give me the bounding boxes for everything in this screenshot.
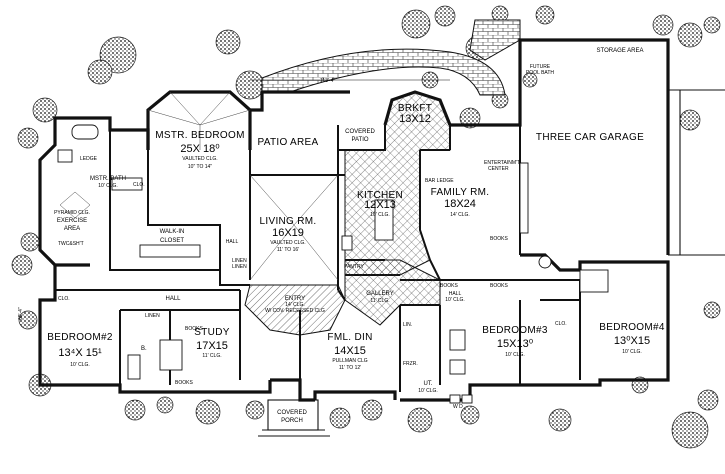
landscaping xyxy=(11,5,721,449)
curved-garden-wall xyxy=(261,48,506,96)
porch-name-2: PORCH xyxy=(281,418,303,424)
svg-text:VAULTED CLG.: VAULTED CLG. xyxy=(182,156,217,162)
svg-text:13X12: 13X12 xyxy=(399,113,431,125)
svg-text:TWC&SH'T: TWC&SH'T xyxy=(58,241,84,247)
hall-left: HALL xyxy=(165,296,181,302)
fixtures xyxy=(57,124,609,404)
utility-name: UT. xyxy=(424,381,433,387)
svg-text:CLOSET: CLOSET xyxy=(160,238,184,244)
exercise-area-name: EXERCISE xyxy=(57,218,87,224)
svg-text:16X19: 16X19 xyxy=(272,227,304,239)
svg-text:15X13⁰: 15X13⁰ xyxy=(497,338,534,350)
kitchen-breakfast-floor xyxy=(344,91,451,276)
entry-floor xyxy=(244,284,346,336)
svg-text:W D: W D xyxy=(453,404,463,410)
svg-text:LINEN: LINEN xyxy=(232,258,247,264)
svg-text:PYRAMID CLG.: PYRAMID CLG. xyxy=(54,210,90,216)
svg-text:13⁰X15: 13⁰X15 xyxy=(614,335,650,347)
svg-text:VAULTED CLG.: VAULTED CLG. xyxy=(270,240,305,246)
porch-steps xyxy=(258,429,330,437)
svg-text:14' CLG.: 14' CLG. xyxy=(285,302,305,308)
svg-text:BOOKS: BOOKS xyxy=(490,236,508,242)
svg-text:17X15: 17X15 xyxy=(196,340,228,352)
svg-text:11' CLG.: 11' CLG. xyxy=(202,353,221,359)
master-bedroom-name: MSTR. BEDROOM xyxy=(155,130,244,141)
svg-text:11' CLG.: 11' CLG. xyxy=(370,298,389,304)
svg-text:LINEN: LINEN xyxy=(232,264,247,270)
rear-width-dimension: 113'-4" xyxy=(320,78,335,84)
svg-text:CLO.: CLO. xyxy=(555,321,567,327)
room-labels: MSTR. BEDROOM 25X 18⁰ VAULTED CLG. 10" T… xyxy=(47,48,665,424)
gallery-name: GALLERY xyxy=(366,291,394,297)
gallery-floor xyxy=(344,259,441,326)
master-bedroom-size: 25X 18⁰ xyxy=(180,143,220,155)
study-fireplace xyxy=(159,339,183,371)
svg-text:CLO.: CLO. xyxy=(133,182,145,188)
svg-text:PANTRY: PANTRY xyxy=(344,264,364,270)
svg-text:LEDGE: LEDGE xyxy=(80,156,98,162)
svg-text:12X13: 12X13 xyxy=(364,199,396,211)
svg-text:BOOKS: BOOKS xyxy=(175,380,193,386)
dining-name: FML. DIN xyxy=(327,332,372,343)
svg-text:14X15: 14X15 xyxy=(334,345,366,357)
svg-text:PATIO: PATIO xyxy=(351,137,368,143)
svg-text:BOOKS: BOOKS xyxy=(440,283,458,289)
svg-text:CLO.: CLO. xyxy=(58,296,70,302)
svg-text:BAR LEDGE: BAR LEDGE xyxy=(425,178,454,184)
svg-text:10' CLG.: 10' CLG. xyxy=(505,352,525,358)
svg-text:BOOKS: BOOKS xyxy=(490,283,508,289)
svg-text:10' CLG.: 10' CLG. xyxy=(70,362,90,368)
porch-name-1: COVERED xyxy=(277,410,307,416)
svg-text:10' CLG.: 10' CLG. xyxy=(622,349,642,355)
hall-center: HALL xyxy=(226,239,239,245)
study-name: STUDY xyxy=(194,327,229,338)
family-room-name: FAMILY RM. xyxy=(431,187,490,198)
svg-text:B.: B. xyxy=(141,346,147,352)
storage-name: STORAGE AREA xyxy=(597,48,644,54)
svg-text:ENTERTAINM'T: ENTERTAINM'T xyxy=(484,160,520,166)
exterior-walls xyxy=(38,38,725,402)
walk-in-closet-name: WALK-IN xyxy=(160,229,185,235)
svg-text:FRZR.: FRZR. xyxy=(403,361,418,367)
svg-text:11' TO 16': 11' TO 16' xyxy=(277,247,299,253)
bedroom3-name: BEDROOM#3 xyxy=(482,325,548,336)
svg-text:LIN.: LIN. xyxy=(403,322,412,328)
svg-text:LINEN: LINEN xyxy=(145,313,160,319)
hall-right: HALL xyxy=(449,291,462,297)
svg-text:POOL BATH: POOL BATH xyxy=(526,70,554,76)
vault-lines xyxy=(59,91,339,281)
svg-text:10" TO 14": 10" TO 14" xyxy=(188,164,212,170)
svg-text:W/ COV. RECESSED CLG: W/ COV. RECESSED CLG xyxy=(265,308,325,314)
side-depth-dimension: 69'-4" xyxy=(18,307,24,320)
svg-text:11' TO 12': 11' TO 12' xyxy=(339,365,361,371)
living-room-name: LIVING RM. xyxy=(260,216,317,227)
kitchen-name: KITCHEN xyxy=(357,190,403,201)
dimension-lines: 113'-4" 69'-4" xyxy=(18,78,450,320)
breakfast-name: BRKFT xyxy=(398,103,432,114)
minor-labels: LINEN LINEN LIN. CLO. CLO. CLO. BOOKS BO… xyxy=(58,156,567,410)
bedroom2-name: BEDROOM#2 xyxy=(47,332,113,343)
svg-text:AREA: AREA xyxy=(64,226,80,232)
svg-text:10' CLG.: 10' CLG. xyxy=(445,297,465,303)
garage-name: THREE CAR GARAGE xyxy=(536,132,644,143)
svg-text:BOOKS: BOOKS xyxy=(185,326,203,332)
bedroom4-name: BEDROOM#4 xyxy=(599,322,665,333)
svg-text:10' CLG.: 10' CLG. xyxy=(370,212,390,218)
svg-text:10' CLG.: 10' CLG. xyxy=(98,183,118,189)
svg-text:14' CLG.: 14' CLG. xyxy=(450,212,470,218)
svg-text:PULLMAN CLG: PULLMAN CLG xyxy=(332,358,367,364)
entry-name: ENTRY xyxy=(285,296,305,302)
svg-text:FUTURE: FUTURE xyxy=(530,64,551,70)
svg-text:CENTER: CENTER xyxy=(488,166,509,172)
svg-text:18X24: 18X24 xyxy=(444,198,476,210)
svg-text:10' CLG.: 10' CLG. xyxy=(418,388,438,394)
svg-text:13⁴X 15¹: 13⁴X 15¹ xyxy=(58,347,102,359)
svg-text:COVERED: COVERED xyxy=(345,129,375,135)
master-bath-name: MSTR. BATH xyxy=(90,176,126,182)
stone-path xyxy=(469,19,521,61)
patio-area-label: PATIO AREA xyxy=(258,137,319,148)
